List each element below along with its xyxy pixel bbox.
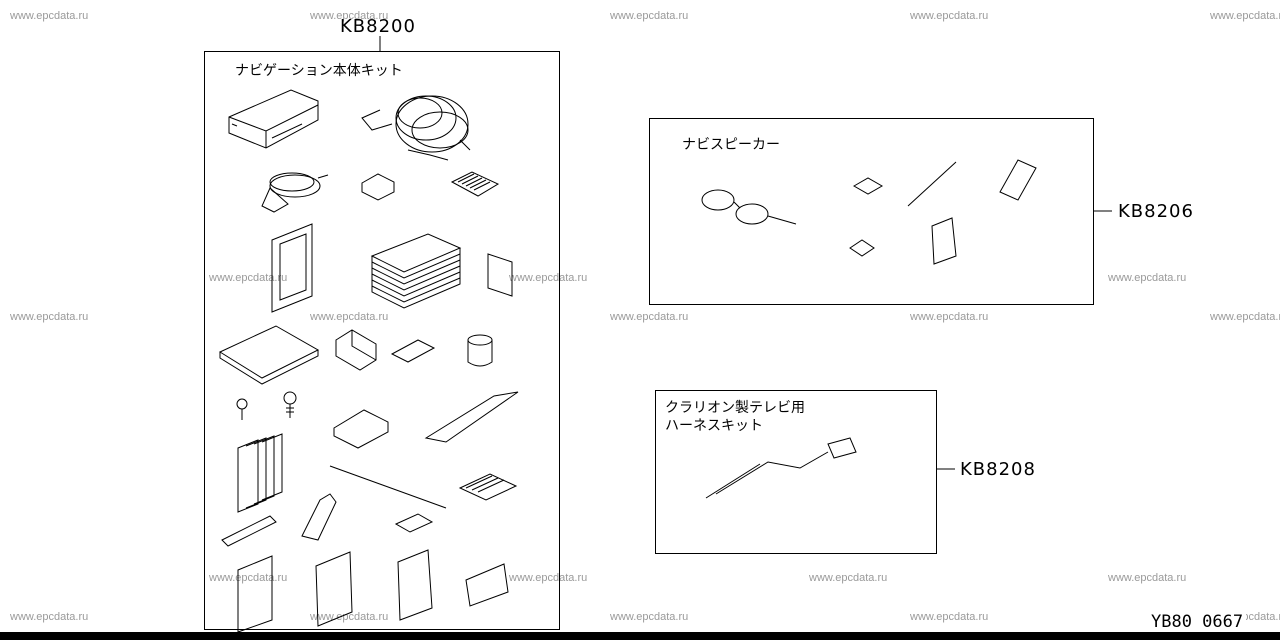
watermark-text: www.epcdata.ru [209,572,288,584]
card-drawing [488,254,512,296]
manual-booklet-drawing [272,224,312,312]
watermark-text: www.epcdata.ru [1210,10,1280,22]
kit-caption-tv-harness-line2: ハーネスキット [665,418,763,434]
watermark-text: www.epcdata.ru [809,572,888,584]
bracket-2-drawing [302,494,336,540]
watermark-text: www.epcdata.ru [310,311,389,323]
tape-drawing [392,340,434,362]
watermark-text: www.epcdata.ru [209,272,288,284]
strip-drawing [426,392,518,442]
watermark-text: www.epcdata.ru [910,311,989,323]
watermark-text: www.epcdata.ru [610,611,689,623]
holder-drawing [334,410,388,448]
watermark-text: www.epcdata.ru [509,572,588,584]
main-harness-drawing [362,96,470,160]
bracket-drawing [336,330,376,370]
watermark-text: www.epcdata.ru [910,10,989,22]
cover-plate-drawing [220,326,318,384]
kit-code-kb8200: KB8200 [340,16,416,37]
kit-caption-navigation-unit: ナビゲーション本体キット [235,63,403,79]
navigation-unit-drawing [229,90,318,148]
watermark-text: www.epcdata.ru [10,311,89,323]
clip-drawing [468,335,492,366]
watermark-text: www.epcdata.ru [10,10,89,22]
antenna-puck-drawing [362,174,394,200]
kit-code-kb8208: KB8208 [960,459,1036,480]
screw-small-drawing [237,399,247,420]
speaker-drawing [702,190,796,224]
antenna-cable-drawing [262,173,328,212]
velcro-pad-2-drawing [460,474,516,500]
watermark-text: www.epcdata.ru [1108,272,1187,284]
speaker-manual-drawing [1000,160,1036,200]
kit-code-kb8206: KB8206 [1118,201,1194,222]
speaker-cable-tie-drawing [908,162,956,206]
watermark-text: www.epcdata.ru [10,611,89,623]
kit-box-navi-speaker: ナビスピーカー [649,118,1094,305]
bottom-bar [0,632,1280,640]
speaker-card-drawing [932,218,956,264]
tv-harness-drawing [706,438,856,498]
screw-drawing [284,392,296,418]
booklet-3-drawing [398,550,432,620]
watermark-text: www.epcdata.ru [1108,572,1187,584]
watermark-text: www.epcdata.ru [610,10,689,22]
kit-box-tv-harness: クラリオン製テレビ用 ハーネスキット [655,390,937,554]
watermark-text: www.epcdata.ru [310,10,389,22]
booklet-2-drawing [316,552,352,626]
pad-stack-drawing [238,434,282,512]
mount-plate-drawing [222,516,276,546]
watermark-text: www.epcdata.ru [1210,311,1280,323]
kit-caption-navi-speaker: ナビスピーカー [682,137,780,153]
envelope-drawing [466,564,508,606]
watermark-text: www.epcdata.ru [610,311,689,323]
booklet-1-drawing [238,556,272,632]
speaker-pad-drawing [854,178,882,194]
diagram-reference: YB80 0667 [1148,612,1247,632]
kit-caption-tv-harness-line1: クラリオン製テレビ用 [665,400,805,416]
speaker-clip-drawing [850,240,874,256]
kit-box-navigation-unit: ナビゲーション本体キット [204,51,560,630]
cable-tie-drawing [330,466,446,508]
watermark-text: www.epcdata.ru [310,611,389,623]
clip-2-drawing [396,514,432,532]
document-stack-drawing [372,234,460,308]
watermark-text: www.epcdata.ru [509,272,588,284]
velcro-pad-drawing [452,172,498,196]
watermark-text: www.epcdata.ru [910,611,989,623]
